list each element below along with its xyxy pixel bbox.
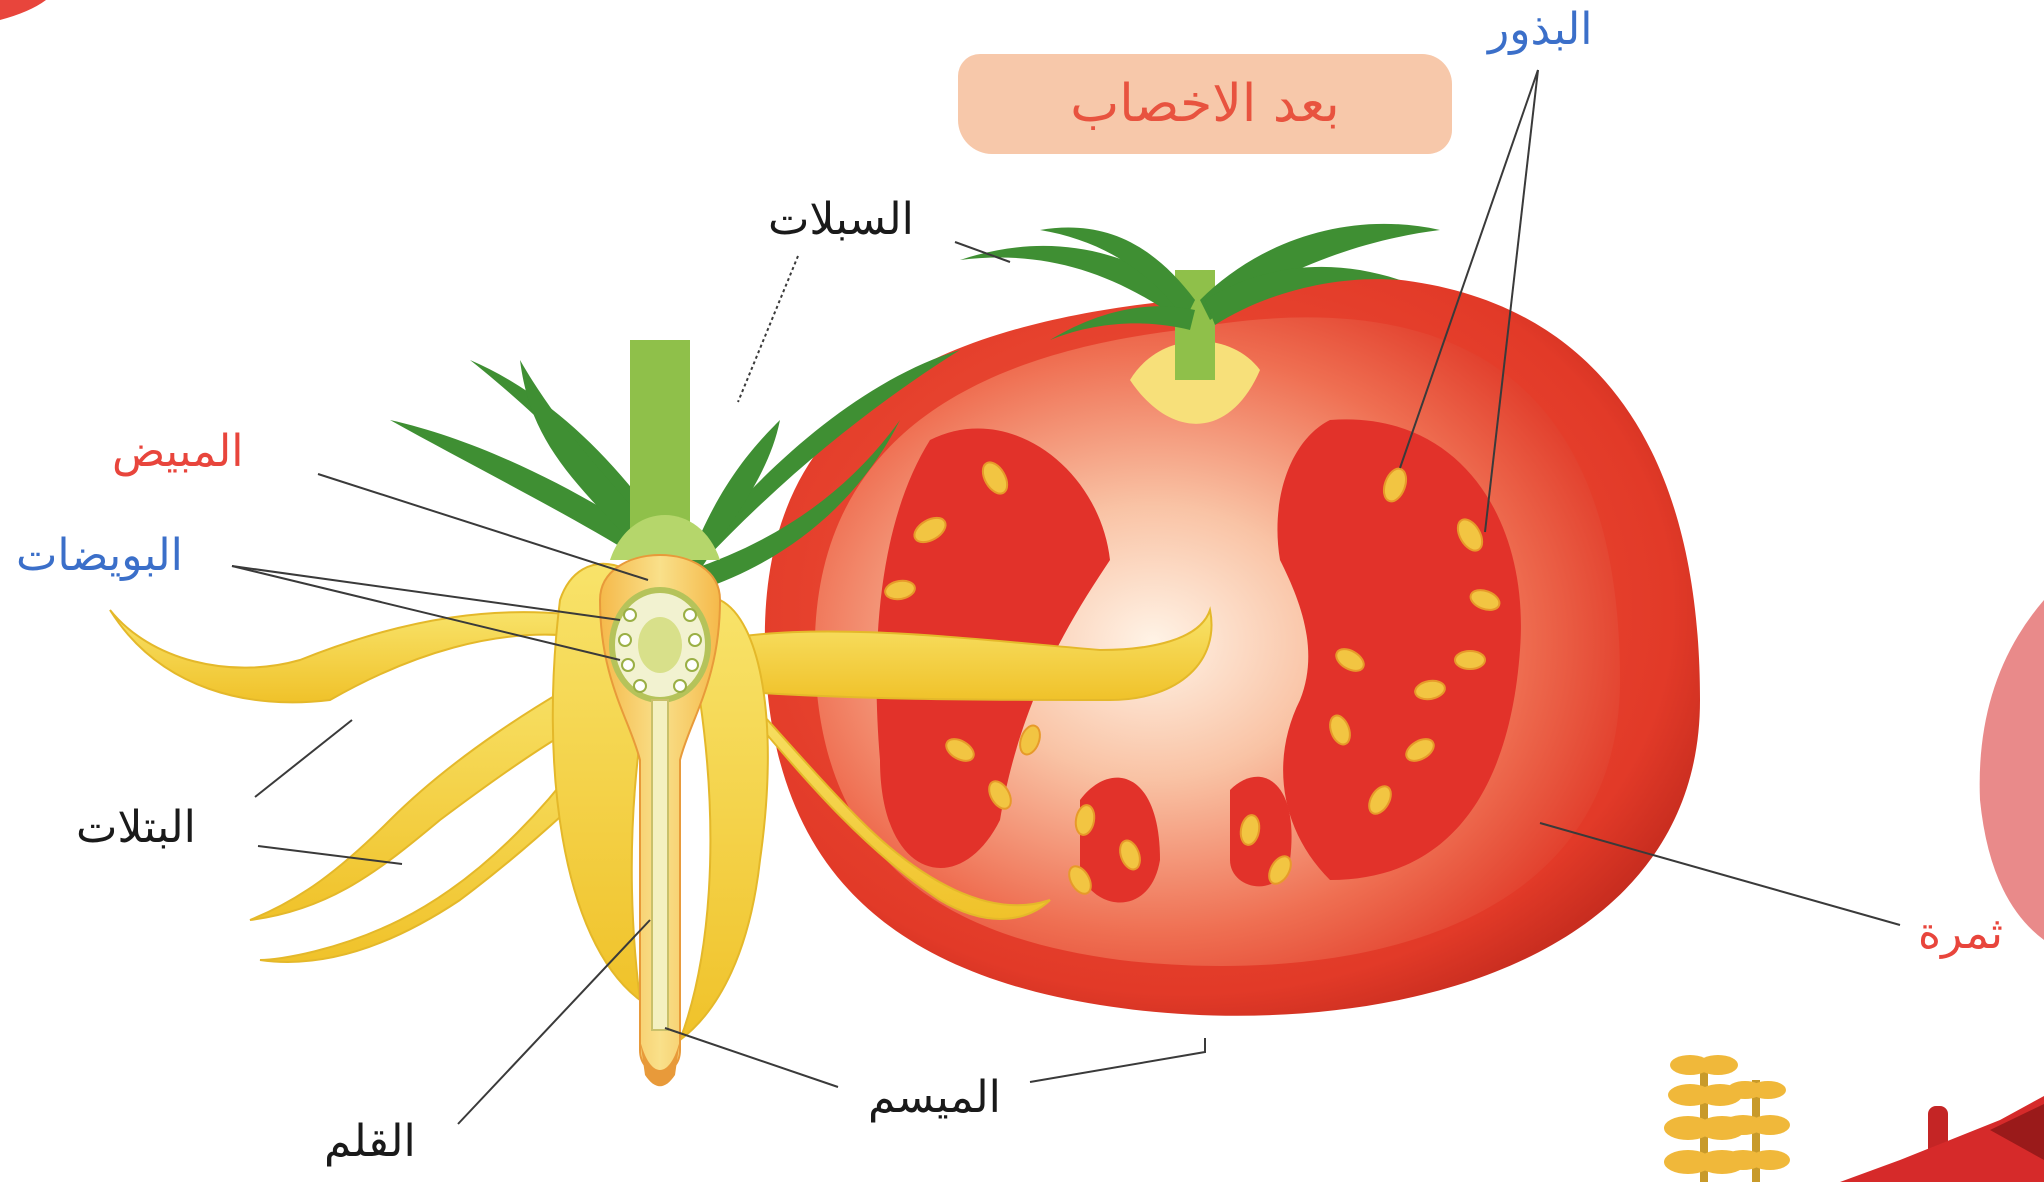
label-seeds: البذور bbox=[1488, 8, 1593, 52]
label-stigma: الميسم bbox=[868, 1076, 1001, 1120]
label-ovules: البويضات bbox=[16, 534, 183, 578]
label-fruit: ثمرة bbox=[1918, 912, 2003, 956]
tomato-fruit bbox=[765, 224, 1700, 1016]
leader-line-stigma-2 bbox=[1030, 1038, 1205, 1082]
pink-blob-decoration bbox=[1980, 600, 2044, 940]
style-tube bbox=[652, 700, 668, 1030]
corner-decoration-top-left bbox=[0, 0, 46, 20]
leader-line-stigma-1 bbox=[665, 1028, 838, 1087]
leader-line-petals-1 bbox=[255, 720, 352, 797]
tractor-icon bbox=[1840, 1096, 2044, 1182]
wheat-icon bbox=[1664, 1055, 1790, 1182]
badge-title: بعد الاخصاب bbox=[1070, 74, 1340, 134]
label-petals: البتلات bbox=[76, 806, 196, 850]
label-style: القلم bbox=[324, 1120, 416, 1164]
label-ovary: المبيض bbox=[112, 430, 244, 474]
after-fertilization-badge: بعد الاخصاب bbox=[958, 54, 1452, 154]
leader-line-style bbox=[458, 920, 650, 1124]
leader-line-sepals-2 bbox=[738, 256, 798, 402]
label-sepals: السبلات bbox=[768, 198, 914, 242]
